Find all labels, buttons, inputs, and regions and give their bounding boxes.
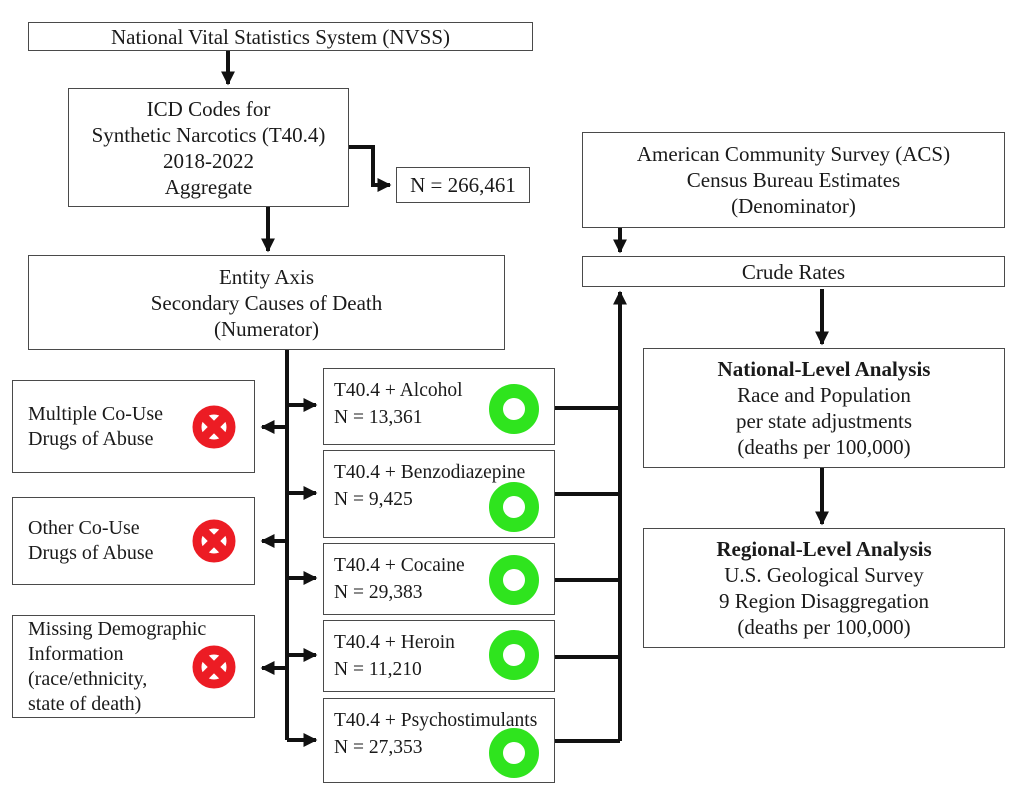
- excluded-label: Missing Demographic Information (race/et…: [28, 617, 207, 715]
- national-analysis-heading: National-Level Analysis: [717, 357, 931, 381]
- node-excluded-other-couse: Other Co-Use Drugs of Abuse: [12, 497, 255, 585]
- included-icon: [489, 630, 539, 680]
- node-excluded-multiple-couse: Multiple Co-Use Drugs of Abuse: [12, 380, 255, 473]
- excluded-icon: [192, 645, 236, 688]
- node-total-n: N = 266,461: [396, 167, 530, 203]
- node-acs: American Community Survey (ACS) Census B…: [582, 132, 1005, 228]
- node-t404-psychostimulants: T40.4 + Psychostimulants N = 27,353: [323, 698, 555, 783]
- included-label: T40.4 + Cocaine N = 29,383: [334, 555, 465, 603]
- excluded-label: Other Co-Use Drugs of Abuse: [28, 517, 154, 564]
- included-label: T40.4 + Alcohol N = 13,361: [334, 380, 463, 428]
- node-t404-alcohol: T40.4 + Alcohol N = 13,361: [323, 368, 555, 445]
- regional-analysis-heading: Regional-Level Analysis: [716, 537, 932, 561]
- node-t404-benzodiazepine: T40.4 + Benzodiazepine N = 9,425: [323, 450, 555, 538]
- node-icd-codes: ICD Codes for Synthetic Narcotics (T40.4…: [68, 88, 349, 207]
- node-regional-analysis: Regional-Level Analysis U.S. Geological …: [643, 528, 1005, 648]
- node-excluded-missing-demographic: Missing Demographic Information (race/et…: [12, 615, 255, 718]
- node-national-analysis: National-Level Analysis Race and Populat…: [643, 348, 1005, 468]
- national-analysis-body: Race and Population per state adjustment…: [735, 383, 913, 459]
- node-t404-cocaine: T40.4 + Cocaine N = 29,383: [323, 543, 555, 615]
- excluded-icon: [192, 519, 236, 563]
- included-label: T40.4 + Benzodiazepine N = 9,425: [334, 462, 526, 510]
- node-crude-rates: Crude Rates: [582, 256, 1005, 287]
- included-icon: [489, 728, 539, 778]
- node-entity-axis: Entity Axis Secondary Causes of Death (N…: [28, 255, 505, 350]
- arrow-icd-to-ntotal: [349, 145, 392, 192]
- included-icon: [489, 384, 539, 434]
- included-icon: [489, 555, 539, 605]
- regional-analysis-body: U.S. Geological Survey 9 Region Disaggre…: [719, 563, 929, 639]
- excluded-icon: [192, 405, 236, 448]
- excluded-label: Multiple Co-Use Drugs of Abuse: [28, 402, 163, 450]
- node-t404-heroin: T40.4 + Heroin N = 11,210: [323, 620, 555, 692]
- included-label: T40.4 + Psychostimulants N = 27,353: [334, 710, 538, 758]
- included-label: T40.4 + Heroin N = 11,210: [334, 632, 455, 680]
- node-nvss: National Vital Statistics System (NVSS): [28, 22, 533, 51]
- included-icon: [489, 482, 539, 532]
